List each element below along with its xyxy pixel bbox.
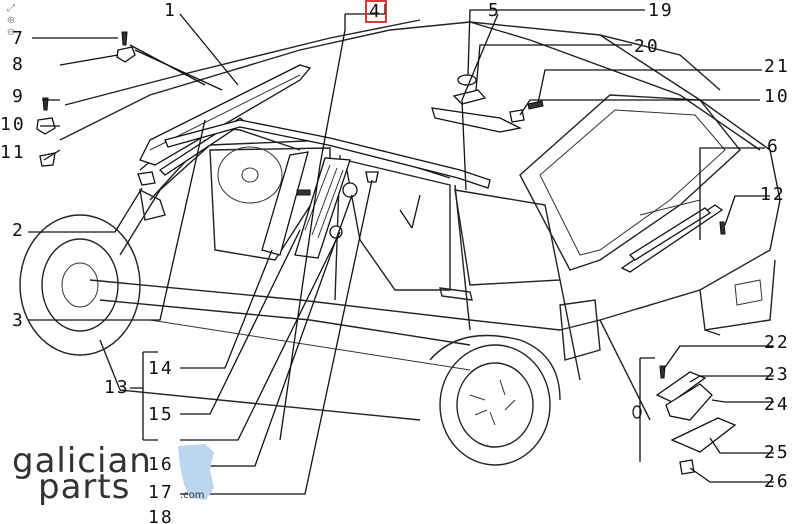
callout-10a: 10 bbox=[0, 114, 26, 135]
b-pillar-trim bbox=[261, 151, 309, 256]
callout-17: 17 bbox=[148, 482, 174, 503]
rear-roof-trim bbox=[431, 107, 522, 133]
callout-2: 2 bbox=[12, 220, 25, 241]
logo-domain: .com bbox=[180, 490, 205, 501]
callout-24: 24 bbox=[764, 394, 790, 415]
callout-4: 4 bbox=[369, 1, 382, 22]
lens-25 bbox=[670, 417, 737, 453]
clip-2 bbox=[137, 171, 156, 186]
screw-21 bbox=[527, 100, 544, 110]
nut-19 bbox=[457, 74, 477, 86]
callout-22: 22 bbox=[764, 332, 790, 353]
galicianparts-logo: galician parts .com bbox=[12, 441, 214, 507]
lamp-housing-24 bbox=[665, 383, 713, 421]
clip-10b bbox=[509, 109, 525, 123]
callout-21: 21 bbox=[764, 56, 790, 77]
screw-9 bbox=[42, 97, 49, 111]
logo-line1: galician bbox=[12, 441, 152, 481]
callout-5: 5 bbox=[488, 0, 501, 21]
fit-page-icon[interactable]: ⤢ bbox=[7, 3, 15, 14]
grommet-16 bbox=[342, 182, 358, 198]
callout-15: 15 bbox=[148, 404, 174, 425]
callout-25: 25 bbox=[764, 442, 790, 463]
callout-6: 6 bbox=[767, 136, 780, 157]
callout-19: 19 bbox=[648, 0, 674, 21]
callout-12: 12 bbox=[760, 184, 786, 205]
callout-26: 26 bbox=[764, 471, 790, 492]
callout-10b: 10 bbox=[764, 86, 790, 107]
callout-23: 23 bbox=[764, 364, 790, 385]
bracket-20 bbox=[452, 89, 487, 105]
highlight-box bbox=[365, 0, 387, 23]
zoom-in-icon[interactable]: ⊕ bbox=[6, 15, 16, 26]
screw-12 bbox=[719, 221, 726, 235]
callout-18: 18 bbox=[148, 507, 174, 524]
callout-8: 8 bbox=[12, 54, 25, 75]
screw-7 bbox=[121, 31, 128, 46]
callout-11: 11 bbox=[0, 142, 26, 163]
callout-1: 1 bbox=[164, 0, 177, 21]
callout-14: 14 bbox=[148, 358, 174, 379]
callout-9: 9 bbox=[12, 86, 25, 107]
roof-drip-molding bbox=[164, 119, 491, 189]
callout-16: 16 bbox=[148, 454, 174, 475]
logo-map-shape bbox=[178, 444, 214, 500]
callout-7: 7 bbox=[12, 28, 25, 49]
callout-20: 20 bbox=[634, 36, 660, 57]
bulb-26 bbox=[679, 459, 695, 475]
bolt-18 bbox=[365, 171, 379, 183]
rear-spoiler-lip bbox=[628, 207, 712, 261]
clip-11 bbox=[39, 152, 56, 167]
zoom-out-icon[interactable]: ⊖ bbox=[6, 27, 16, 38]
callout-13: 13 bbox=[104, 377, 130, 398]
callout-3: 3 bbox=[12, 310, 25, 331]
logo-line2: parts bbox=[38, 467, 130, 507]
clip-8 bbox=[116, 46, 136, 63]
screw-14 bbox=[296, 189, 311, 196]
leader-lines bbox=[28, 4, 774, 495]
